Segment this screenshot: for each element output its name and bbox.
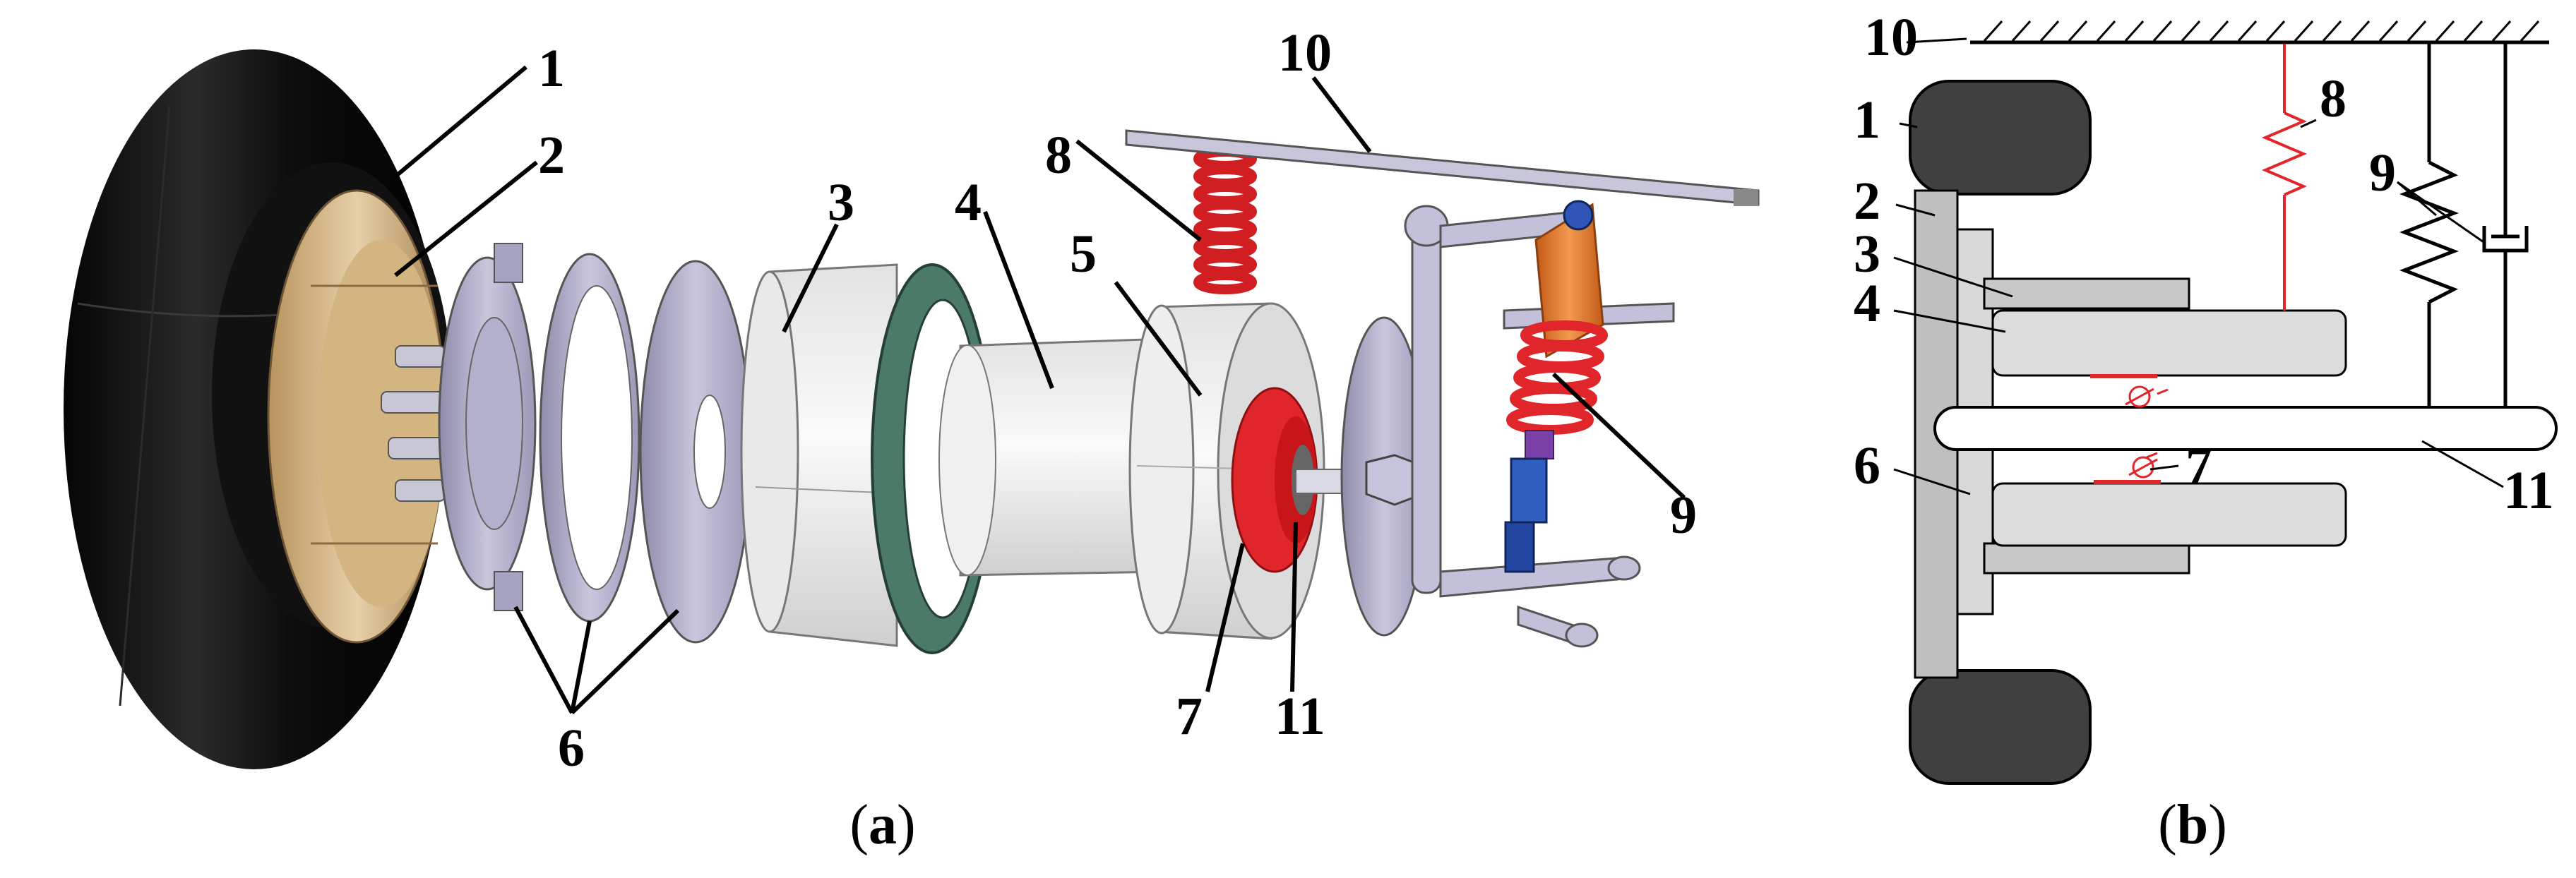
wheel-hub bbox=[267, 189, 446, 644]
axle-beam bbox=[1933, 406, 2558, 451]
panel-a-labels: 1 2 3 4 5 6 7 8 9 10 11 bbox=[538, 23, 1697, 778]
label-b-tire: 1 bbox=[1854, 90, 1880, 150]
brake-plate bbox=[438, 243, 537, 611]
panel-b-schematic: 10 1 2 3 4 6 7 8 9 11 (b) bbox=[1854, 8, 2558, 856]
label-hub: 2 bbox=[538, 126, 565, 185]
shock-absorber bbox=[1504, 200, 1608, 573]
label-rotor: 4 bbox=[955, 173, 982, 232]
vehicle-body-frame bbox=[1125, 129, 1760, 206]
label-b-rotor: 4 bbox=[1854, 274, 1880, 333]
label-b-brake: 6 bbox=[1854, 436, 1880, 495]
label-b-stator: 3 bbox=[1854, 224, 1880, 284]
bushing-symbol-upper bbox=[2090, 374, 2169, 408]
brake-disc bbox=[639, 260, 752, 644]
label-b-frame: 10 bbox=[1864, 8, 1918, 67]
tire-section-bottom bbox=[1909, 669, 2092, 785]
suspension-spring bbox=[2399, 44, 2459, 407]
label-b-rim: 2 bbox=[1854, 172, 1880, 231]
label-b-suspension: 9 bbox=[2369, 143, 2396, 203]
tire-section-top bbox=[1909, 80, 2092, 196]
label-tire: 1 bbox=[538, 39, 565, 98]
motor-spring bbox=[2261, 44, 2308, 311]
panel-a-caption: (a) bbox=[849, 794, 915, 856]
panel-b-labels: 10 1 2 3 4 6 7 8 9 11 bbox=[1854, 8, 2554, 520]
brake-ring bbox=[539, 253, 640, 623]
motor-rotor bbox=[938, 337, 1167, 577]
body-ground bbox=[1970, 20, 2549, 44]
coil-spring bbox=[1193, 147, 1257, 294]
rotor-lower bbox=[1991, 482, 2347, 547]
stator-upper bbox=[1983, 277, 2190, 310]
label-b-axle: 11 bbox=[2503, 461, 2554, 520]
panel-a-leader-lines bbox=[394, 65, 1686, 715]
motor-stator-housing bbox=[740, 263, 912, 647]
suspension-damper bbox=[2482, 44, 2529, 407]
panel-b-caption: (b) bbox=[2158, 794, 2227, 856]
label-stator: 3 bbox=[828, 173, 854, 232]
label-axle: 11 bbox=[1275, 687, 1325, 746]
label-b-bushing: 7 bbox=[2186, 436, 2212, 495]
label-shock: 9 bbox=[1670, 486, 1697, 545]
panel-a-assembly: 1 2 3 4 5 6 7 8 9 10 11 (a) bbox=[64, 23, 1760, 856]
hub-bolts bbox=[381, 345, 446, 502]
rotor-upper bbox=[1991, 309, 2347, 377]
label-spring: 8 bbox=[1045, 126, 1072, 185]
stator-lower bbox=[1983, 542, 2190, 575]
label-frame: 10 bbox=[1278, 23, 1332, 83]
label-bearing: 5 bbox=[1070, 224, 1097, 284]
label-brake: 6 bbox=[558, 718, 585, 778]
panel-b-leader-lines bbox=[1893, 37, 2504, 495]
bushing-symbol-lower bbox=[2094, 452, 2161, 484]
label-b-spring: 8 bbox=[2320, 69, 2347, 128]
label-bushing: 7 bbox=[1176, 687, 1203, 746]
